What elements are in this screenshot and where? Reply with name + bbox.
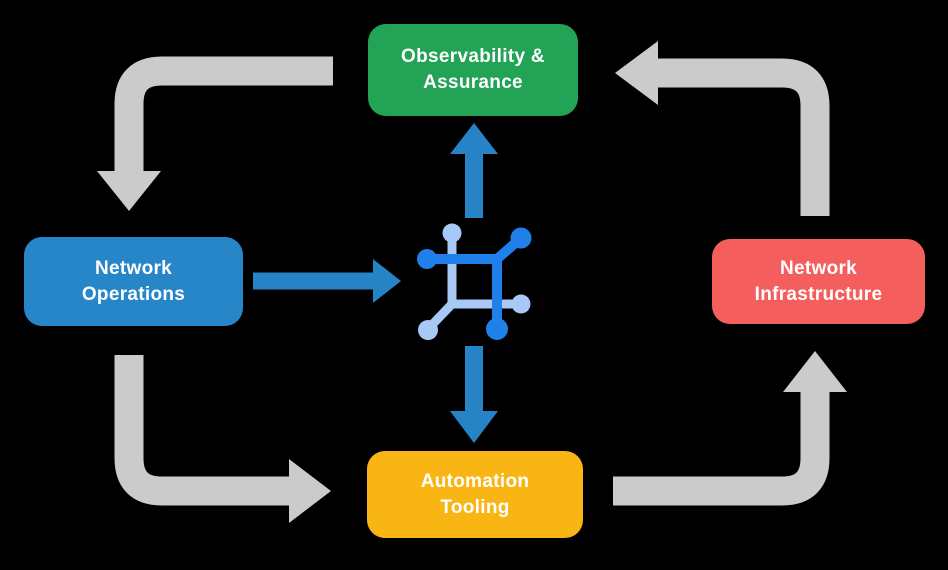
node-label-line: Network	[779, 257, 858, 279]
node-network-infrastructure: Network Infrastructure	[712, 239, 925, 324]
node-label-line: Assurance	[423, 72, 523, 93]
arrow-operations-to-center	[253, 259, 401, 303]
arrow-center-to-observability	[450, 123, 498, 218]
node-label-line: Network	[94, 257, 173, 279]
node-label-line: Tooling	[440, 496, 510, 518]
node-automation-tooling: Automation Tooling	[367, 451, 583, 538]
arrow-infrastructure-to-observability	[615, 41, 830, 216]
node-label-line: Automation	[420, 470, 530, 492]
arrow-automation-to-infrastructure	[613, 351, 847, 506]
arrow-observability-to-operations	[97, 56, 333, 211]
arrow-center-to-automation	[450, 346, 498, 443]
node-observability-assurance: Observability & Assurance	[368, 24, 578, 116]
network-mesh-icon	[417, 223, 532, 340]
node-network-operations: Network Operations	[24, 237, 243, 326]
node-label-line: Observability &	[401, 46, 545, 67]
arrow-operations-to-automation	[114, 355, 331, 523]
node-label-line: Infrastructure	[754, 283, 883, 305]
node-label-line: Operations	[81, 283, 186, 305]
